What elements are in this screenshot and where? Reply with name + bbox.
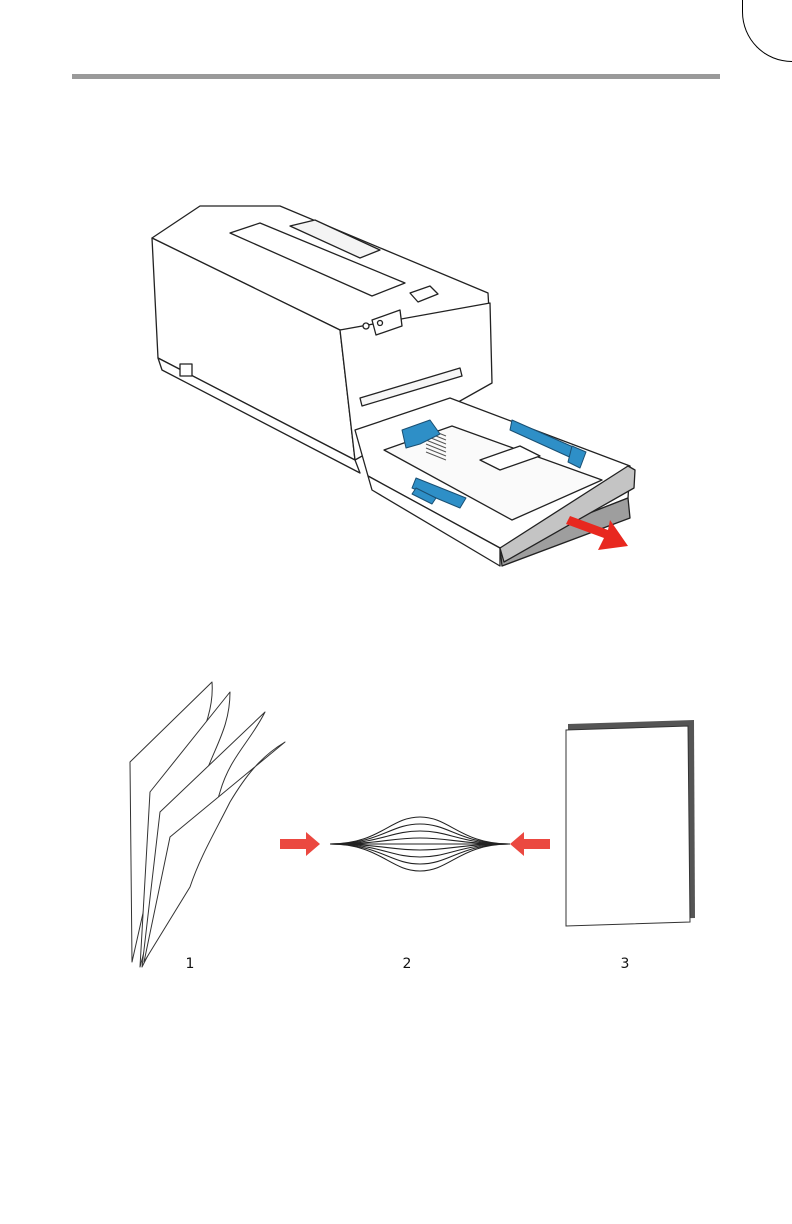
fanned-paper-sheets xyxy=(130,682,285,967)
page-tab-marker xyxy=(742,0,792,62)
header-rule xyxy=(72,74,720,79)
aligned-paper-stack xyxy=(566,720,695,926)
push-arrow-right xyxy=(510,832,550,856)
step-label-2: 2 xyxy=(403,956,412,972)
step-label-1: 1 xyxy=(186,956,195,972)
push-arrow-left xyxy=(280,832,320,856)
printer-tray-drawing xyxy=(140,198,640,568)
step-label-3: 3 xyxy=(621,956,630,972)
printer-tray-illustration xyxy=(140,198,640,568)
paper-preparation-drawing: 1 2 3 xyxy=(120,682,700,982)
flexing-paper-stack xyxy=(330,817,510,871)
paper-preparation-illustration: 1 2 3 xyxy=(120,682,700,982)
